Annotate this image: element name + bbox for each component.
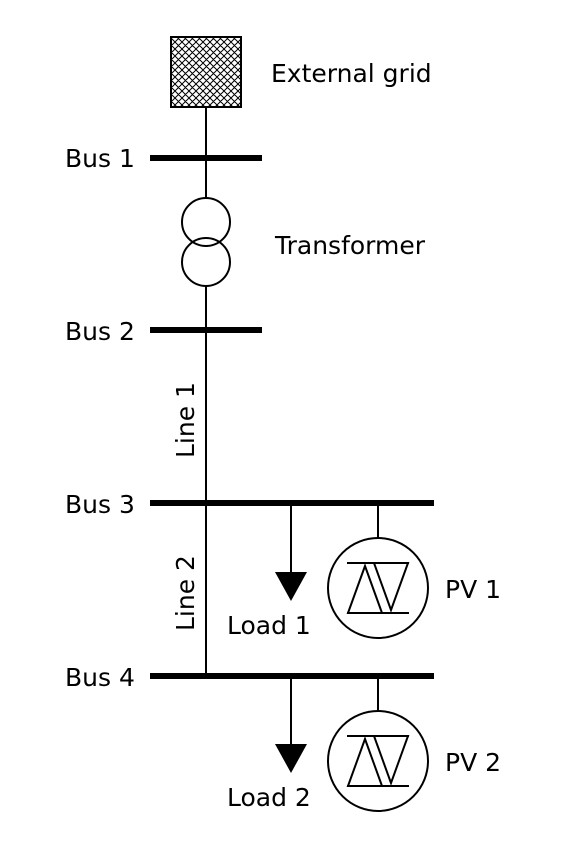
pv-1-inverter-icon	[327, 537, 429, 639]
pv-1: PV 1	[327, 503, 501, 639]
bus-3-label: Bus 3	[65, 490, 135, 519]
external-grid: External grid	[170, 36, 432, 108]
transformer-primary-winding-icon	[181, 197, 231, 247]
load-2-label: Load 2	[227, 783, 311, 812]
line-2-label: Line 2	[171, 555, 200, 631]
bus-1-label: Bus 1	[65, 144, 135, 173]
bus-1: Bus 1	[65, 144, 262, 173]
load-1-arrow-icon	[275, 572, 307, 601]
pv-2-inverter-symbol-icon	[346, 735, 410, 787]
external-grid-icon	[170, 36, 242, 108]
pv-2: PV 2	[327, 676, 501, 812]
bus-2-label: Bus 2	[65, 317, 135, 346]
bus-2: Bus 2	[65, 317, 262, 346]
load-1: Load 1	[227, 503, 311, 640]
transformer: Transformer	[181, 197, 426, 287]
pv-1-inverter-symbol-icon	[346, 562, 410, 614]
load-1-label: Load 1	[227, 611, 311, 640]
pv-2-inverter-icon	[327, 710, 429, 812]
load-2: Load 2	[227, 676, 311, 812]
load-2-arrow-icon	[275, 744, 307, 773]
line-1: Line 1	[171, 330, 207, 503]
pv-2-label: PV 2	[445, 748, 501, 777]
line-2: Line 2	[171, 503, 207, 676]
line-1-label: Line 1	[171, 382, 200, 458]
transformer-label: Transformer	[274, 231, 426, 260]
bus-4-label: Bus 4	[65, 663, 135, 692]
external-grid-label: External grid	[271, 59, 432, 88]
pv-1-label: PV 1	[445, 575, 501, 604]
